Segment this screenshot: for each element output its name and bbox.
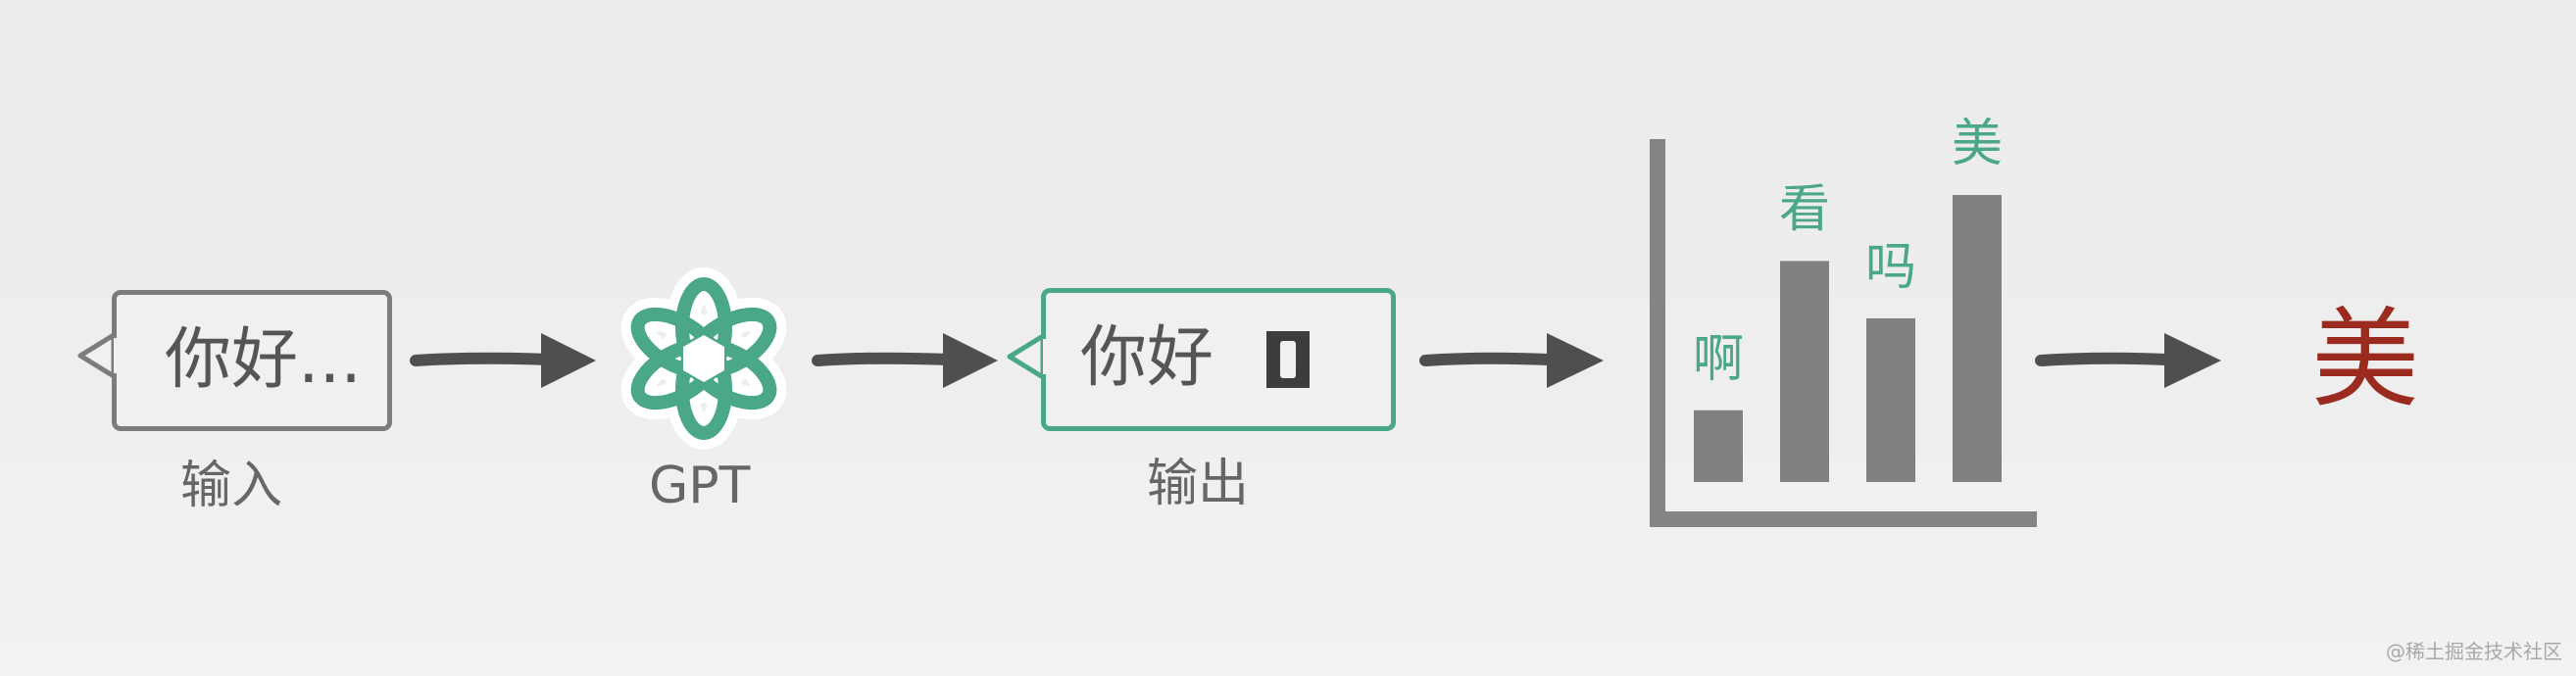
bar-2 xyxy=(1866,317,1915,482)
bar-3 xyxy=(1953,195,2002,482)
gpt-caption: GPT xyxy=(649,457,751,515)
output-caption: 输出 xyxy=(1147,455,1250,513)
bar-label-3: 美 xyxy=(1951,115,2004,173)
input-bubble xyxy=(112,290,392,431)
bar-label-2: 吗 xyxy=(1864,237,1917,297)
output-text: 你好 xyxy=(1080,319,1214,397)
x-axis xyxy=(1650,511,2037,527)
y-axis xyxy=(1650,139,1665,527)
bar-0 xyxy=(1694,410,1743,482)
cursor-gap xyxy=(1280,341,1296,378)
bar-label-1: 看 xyxy=(1778,180,1831,240)
bar-label-0: 啊 xyxy=(1692,329,1745,389)
output-bubble xyxy=(1041,288,1396,431)
result-token: 美 xyxy=(2311,297,2419,422)
watermark: @稀土掘金技术社区 xyxy=(2386,640,2562,663)
bar-1 xyxy=(1780,261,1829,482)
input-text: 你好... xyxy=(165,321,362,399)
input-caption: 输入 xyxy=(180,457,283,515)
